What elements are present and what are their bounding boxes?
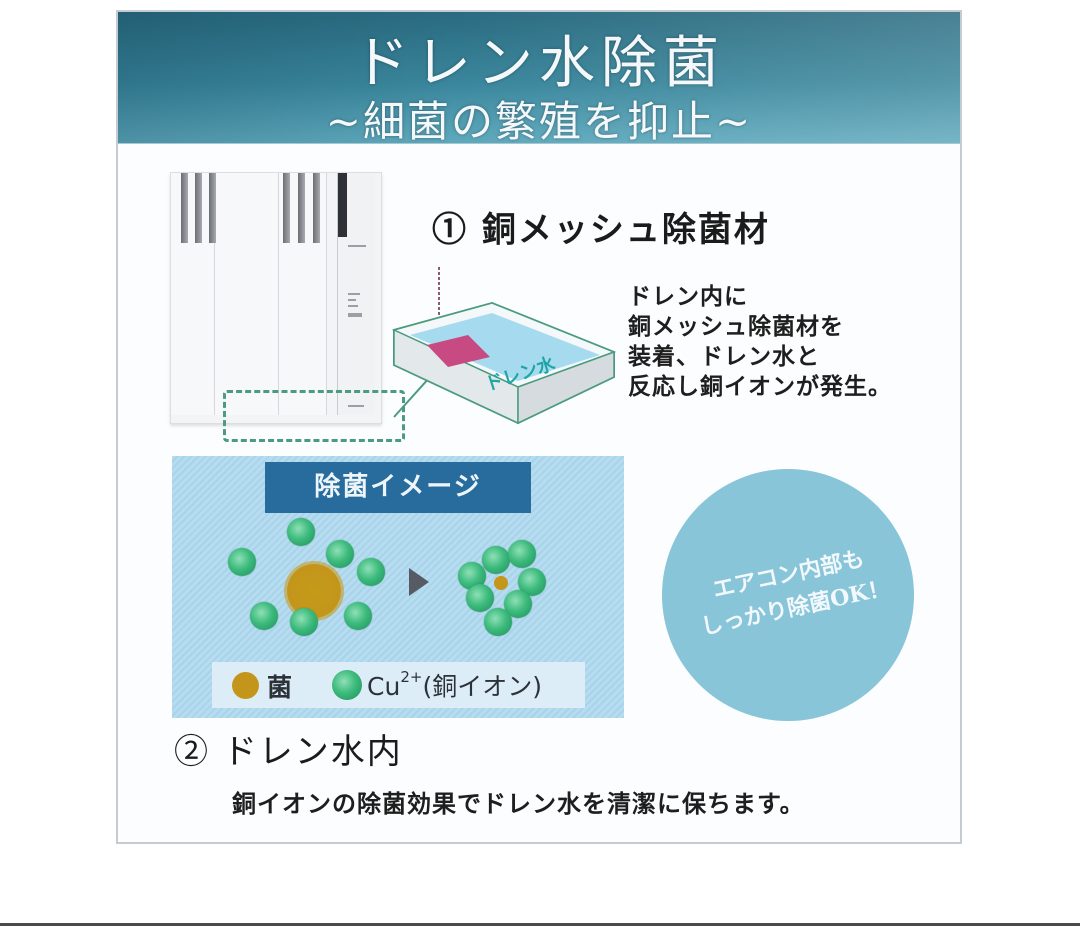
legend: 菌 Cu2+(銅イオン) [212, 662, 585, 708]
product-feature-card: ドレン水除菌 ~細菌の繁殖を抑止~ ドレン水 [116, 10, 962, 844]
ion-icon [287, 518, 315, 546]
section1-heading: ① 銅メッシュ除菌材 [432, 210, 770, 250]
ion-icon [508, 540, 536, 568]
bottom-divider [0, 923, 1080, 926]
section2-heading: ② ドレン水内 [174, 732, 403, 772]
ion-legend-icon [332, 670, 362, 700]
ion-icon [466, 584, 494, 612]
ion-icon [250, 602, 278, 630]
sterilization-diagram: 除菌イメージ 菌 Cu2+(銅イオン) [172, 456, 624, 718]
ion-icon [228, 548, 256, 576]
section2-description: 銅イオンの除菌効果でドレン水を清潔に保ちます。 [232, 789, 805, 818]
germ-legend-icon [232, 672, 259, 699]
ion-icon [344, 602, 372, 630]
arrow-right-icon [409, 568, 429, 596]
page-title: ドレン水除菌 [353, 31, 725, 96]
drain-tray-icon: ドレン水 [391, 267, 617, 425]
drain-highlight-box [223, 390, 405, 442]
section1-description: ドレン内に 銅メッシュ除菌材を 装着、ドレン水と 反応し銅イオンが発生。 [628, 283, 892, 400]
ion-icon [357, 558, 385, 586]
ion-legend-label: Cu2+(銅イオン) [367, 667, 542, 701]
ion-icon [484, 608, 512, 636]
ion-icon [482, 546, 510, 574]
page-subtitle: ~細菌の繁殖を抑止~ [325, 97, 753, 146]
panel-title: 除菌イメージ [265, 462, 531, 513]
header-banner: ドレン水除菌 ~細菌の繁殖を抑止~ [118, 12, 960, 146]
feature-badge: エアコン内部も しっかり除菌OK！ [662, 469, 914, 721]
control-panel [337, 173, 375, 415]
air-conditioner-image [170, 172, 382, 424]
ion-icon [326, 540, 354, 568]
ion-icon [290, 608, 318, 636]
germ-icon [494, 576, 508, 590]
